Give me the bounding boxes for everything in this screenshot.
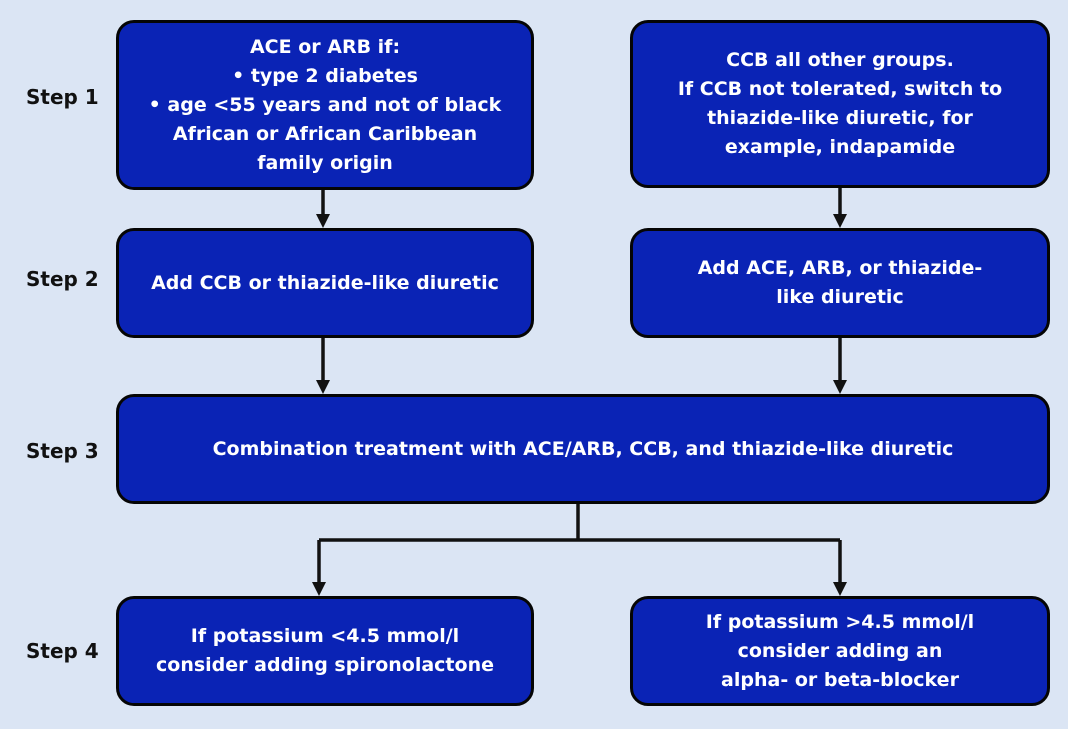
step1-left-box: ACE or ARB if: • type 2 diabetes • age <… xyxy=(116,20,534,190)
arrowhead-6 xyxy=(833,582,847,596)
box-line: like diuretic xyxy=(776,286,904,308)
box-line: Combination treatment with ACE/ARB, CCB,… xyxy=(212,437,954,460)
box-line: ACE or ARB if: xyxy=(249,35,401,58)
box-line: consider adding an xyxy=(737,639,943,662)
box-line: Add ACE, ARB, or thiazide- xyxy=(697,257,983,279)
arrowhead-4 xyxy=(833,380,847,394)
box-line: thiazide-like diuretic, for xyxy=(707,107,973,129)
box-line: family origin xyxy=(257,151,393,174)
box-line: If CCB not tolerated, switch to xyxy=(677,78,1003,100)
step-1-label: Step 1 xyxy=(26,85,99,109)
box-line: • age <55 years and not of black xyxy=(148,93,502,116)
step2-left-box: Add CCB or thiazide-like diuretic xyxy=(116,228,534,338)
step1-right-box: CCB all other groups. If CCB not tolerat… xyxy=(630,20,1050,188)
box-line: • type 2 diabetes xyxy=(232,64,418,87)
box-line: African or African Caribbean xyxy=(172,122,478,145)
arrowhead-5 xyxy=(312,582,326,596)
step3-box: Combination treatment with ACE/ARB, CCB,… xyxy=(116,394,1050,504)
box-line: alpha- or beta-blocker xyxy=(721,668,959,691)
arrowhead-3 xyxy=(316,380,330,394)
arrowhead-1 xyxy=(316,214,330,228)
box-line: If potassium <4.5 mmol/l xyxy=(190,625,460,647)
step2-right-box: Add ACE, ARB, or thiazide- like diuretic xyxy=(630,228,1050,338)
step4-right-box: If potassium >4.5 mmol/l consider adding… xyxy=(630,596,1050,706)
step-3-label: Step 3 xyxy=(26,439,99,463)
box-line: If potassium >4.5 mmol/l xyxy=(705,610,975,633)
box-line: example, indapamide xyxy=(724,136,956,158)
step-4-label: Step 4 xyxy=(26,639,99,663)
box-line: CCB all other groups. xyxy=(726,49,954,71)
box-line: consider adding spironolactone xyxy=(156,654,494,676)
box-line: Add CCB or thiazide-like diuretic xyxy=(151,271,499,294)
arrowhead-2 xyxy=(833,214,847,228)
step4-left-box: If potassium <4.5 mmol/l consider adding… xyxy=(116,596,534,706)
step-2-label: Step 2 xyxy=(26,267,99,291)
